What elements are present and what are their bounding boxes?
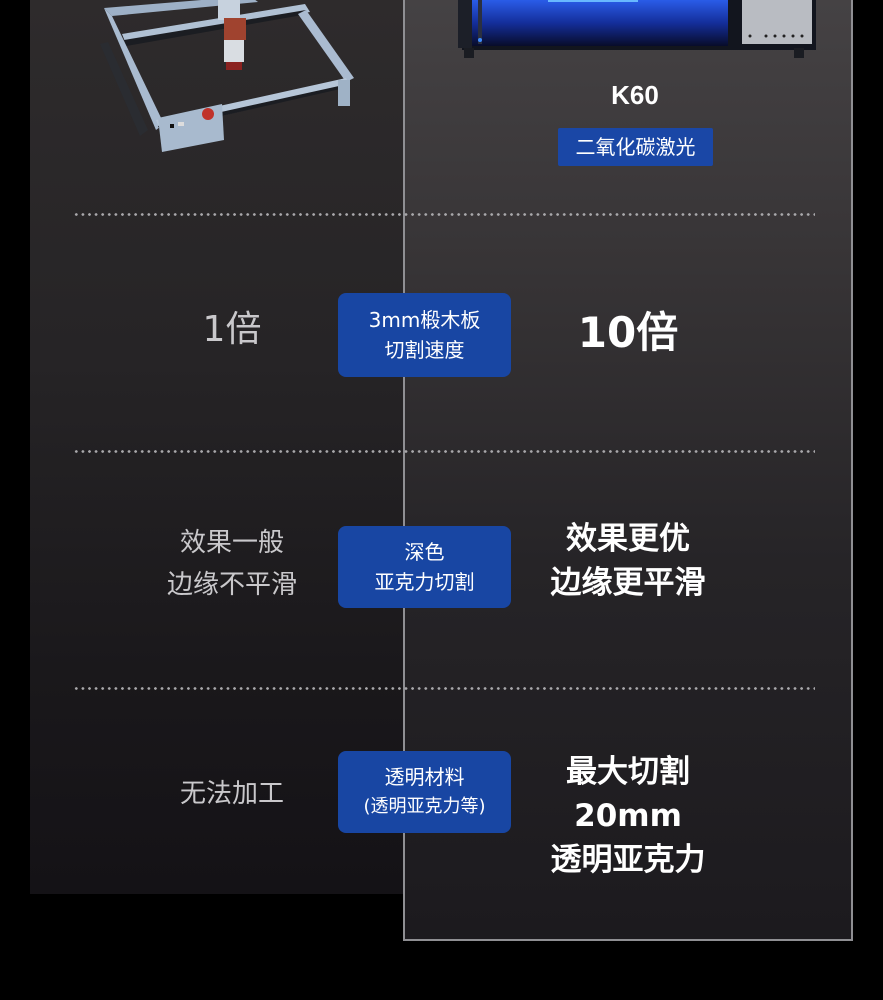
row-divider [73,687,815,690]
comparison-label-speed: 3mm椴木板 切割速度 [338,293,511,377]
right-speed-value: 10倍 [577,308,679,357]
left-transparent-result: 无法加工 [179,779,284,809]
label-line: 透明材料 [384,765,465,789]
result-line: 效果一般 [179,528,284,558]
row-divider [73,213,815,216]
label-line: 切割速度 [384,338,465,362]
comparison-label-transparent: 透明材料 (透明亚克力等) [338,751,511,833]
comparison-label-acrylic: 深色 亚克力切割 [338,526,511,608]
diode-laser-engraver-image [100,0,354,152]
result-line: 透明亚克力 [550,842,706,878]
result-line: 效果更优 [566,521,690,557]
right-transparent-result: 最大切割 20mm 透明亚克力 [498,750,758,882]
label-line: 深色 [404,540,445,564]
label-line: 亚克力切割 [374,570,475,594]
label-line: 3mm椴木板 [368,308,481,332]
row-divider [73,450,815,453]
laser-type-tag: 二氧化碳激光 [558,128,713,166]
left-speed-value: 1倍 [202,309,262,350]
result-line: 最大切割 [566,754,690,790]
right-acrylic-result: 效果更优 边缘更平滑 [498,517,758,605]
product-model-name: K60 [611,80,659,110]
k60-co2-laser-machine-image [458,0,816,58]
label-line: (透明亚克力等) [363,796,486,817]
left-comparison-panel [30,0,404,894]
result-line: 边缘更平滑 [550,565,706,601]
result-line: 边缘不平滑 [166,570,297,600]
left-acrylic-result: 效果一般 边缘不平滑 [102,522,362,606]
result-line: 20mm [574,798,682,834]
